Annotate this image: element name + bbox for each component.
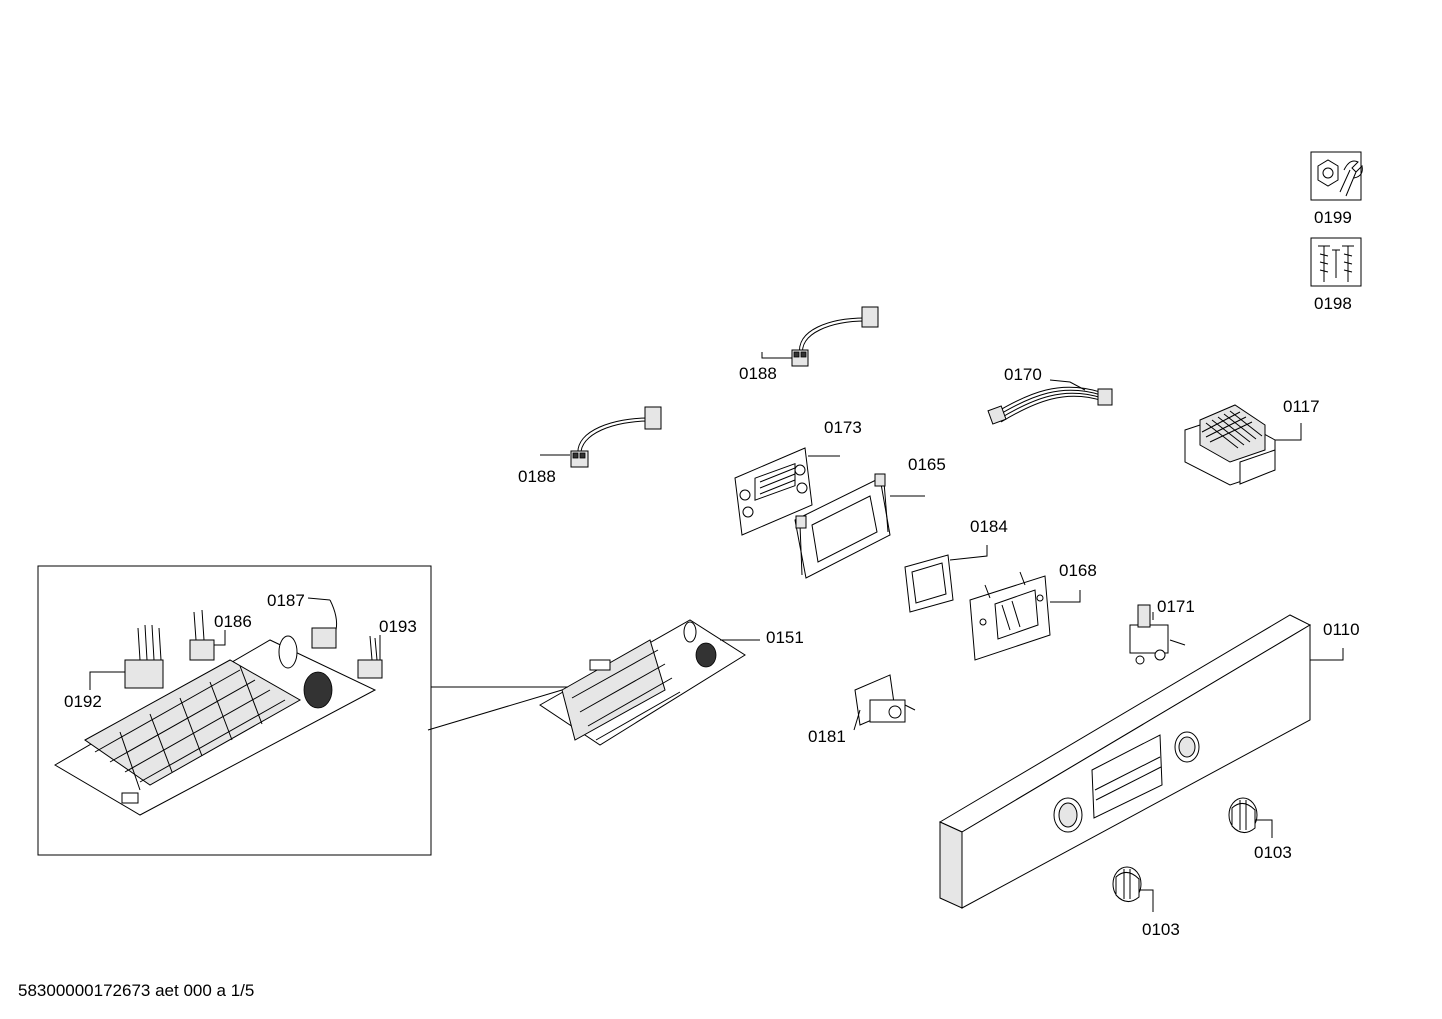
heatsink-0117	[1184, 404, 1276, 486]
control-module-0168	[969, 571, 1051, 661]
callout-labels: 0199 0198 0188 0188 0170 0117 0173 0165 …	[64, 208, 1360, 939]
callout-0181: 0181	[808, 727, 846, 746]
callout-0193: 0193	[379, 617, 417, 636]
callout-0187: 0187	[267, 591, 305, 610]
callout-0188-lower: 0188	[518, 467, 556, 486]
callout-0192: 0192	[64, 692, 102, 711]
gasket-0184	[904, 554, 954, 613]
detail-inset	[37, 565, 568, 856]
cable-harness-0188-lower	[570, 406, 662, 468]
document-id: 58300000172673 aet 000 a 1/5	[18, 981, 255, 1000]
callout-0198: 0198	[1314, 294, 1352, 313]
callout-0173: 0173	[824, 418, 862, 437]
mounting-frame-0165	[794, 473, 891, 579]
callout-0188-upper: 0188	[739, 364, 777, 383]
cable-harness-0188-upper	[791, 306, 879, 367]
callout-0184: 0184	[970, 517, 1008, 536]
switch-0171	[1129, 604, 1186, 665]
callout-0168: 0168	[1059, 561, 1097, 580]
callout-0110: 0110	[1323, 620, 1360, 639]
leader-lines	[89, 352, 1344, 912]
display-pcb-0173	[734, 447, 813, 536]
callout-0170: 0170	[1004, 365, 1042, 384]
callout-0117: 0117	[1283, 397, 1320, 416]
knob-0103-bottom	[1112, 866, 1142, 902]
ribbon-cable-0170	[987, 386, 1113, 425]
power-pcb-0151	[539, 619, 746, 746]
callout-0165: 0165	[908, 455, 946, 474]
tool-wrench-icon	[1310, 151, 1363, 201]
callout-0151: 0151	[766, 628, 804, 647]
callout-0103-bottom: 0103	[1142, 920, 1180, 939]
callout-0199: 0199	[1314, 208, 1352, 227]
control-panel-0110	[938, 614, 1312, 909]
screws-icon	[1310, 237, 1362, 287]
callout-0186: 0186	[214, 612, 252, 631]
selector-switch-0181	[854, 674, 916, 726]
knob-0103-right	[1228, 797, 1258, 833]
callout-0171: 0171	[1157, 597, 1195, 616]
callout-0103-right: 0103	[1254, 843, 1292, 862]
